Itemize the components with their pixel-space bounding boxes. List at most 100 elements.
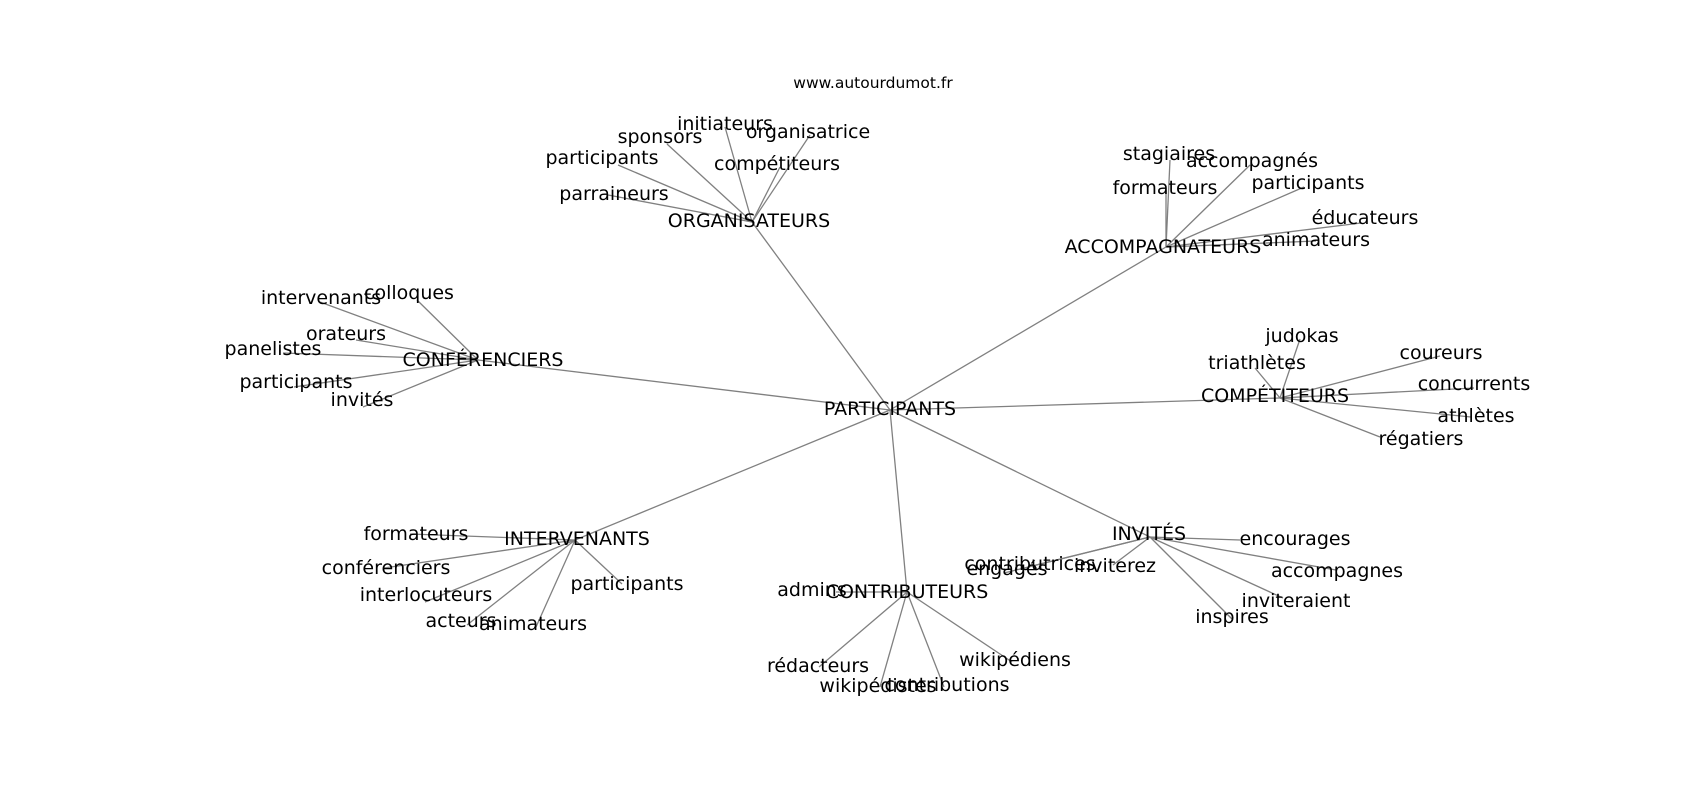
edge-center-to-hub	[889, 246, 1167, 411]
node-label-word: orateurs	[306, 323, 386, 345]
node-label-word: rédacteurs	[767, 655, 869, 677]
edge-hub-to-word	[879, 591, 908, 688]
node-label-word: participants	[570, 573, 683, 595]
node-label-word: judokas	[1264, 325, 1338, 347]
node-label-word: contributrices	[964, 553, 1095, 575]
node-label-word: acteurs	[426, 610, 497, 632]
edge-hub-to-word	[1165, 164, 1251, 248]
edge-hub-to-word	[466, 539, 576, 626]
edge-hub-to-word	[574, 539, 623, 585]
node-label-word: intervenants	[261, 287, 381, 309]
edge-hub-to-word	[751, 134, 811, 223]
edge-hub-to-word	[293, 359, 479, 388]
node-label-word: encourages	[1240, 528, 1351, 550]
node-label-word: panelistes	[225, 338, 322, 360]
edge-center-to-hub	[889, 409, 1151, 538]
node-label-hub: CONTRIBUTEURS	[826, 581, 989, 603]
edge-hub-to-word	[1165, 240, 1317, 248]
node-label-hub: CONFÉRENCIERS	[403, 348, 564, 371]
edge-hub-to-word	[1165, 186, 1305, 248]
node-label-word: athlètes	[1437, 405, 1514, 427]
node-label-word: coureurs	[1400, 342, 1483, 364]
labels-layer: www.autourdumot.fr PARTICIPANTS ORGANISAT…	[225, 74, 1531, 697]
node-label-word: initiateurs	[677, 113, 773, 135]
node-label-hub: INTERVENANTS	[504, 528, 650, 550]
edge-hub-to-word	[751, 166, 781, 223]
edge-hub-to-word	[1165, 222, 1362, 248]
edge-hub-to-word	[424, 539, 576, 603]
edge-hub-to-word	[666, 143, 753, 223]
edge-hub-to-word	[1279, 387, 1475, 399]
edge-hub-to-word	[416, 299, 479, 361]
node-label-word: colloques	[364, 282, 454, 304]
edge-center-to-hub	[574, 409, 891, 541]
node-label-word: admins	[777, 579, 846, 601]
node-label-word: concurrents	[1418, 373, 1531, 395]
edge-hub-to-word	[1003, 536, 1151, 574]
edge-hub-to-word	[355, 339, 479, 361]
node-label-word: participants	[1251, 172, 1364, 194]
node-label-hub: INVITÉS	[1112, 522, 1186, 545]
edge-hub-to-word	[1149, 536, 1284, 599]
edge-hub-to-word	[282, 352, 479, 361]
edge-hub-to-word	[383, 539, 576, 569]
edge-hub-to-word	[906, 591, 1013, 663]
edge-hub-to-word	[535, 539, 576, 628]
edge-hub-to-word	[1279, 397, 1472, 418]
edge-hub-to-word	[1149, 536, 1233, 620]
node-label-word: organisatrice	[746, 121, 870, 143]
edge-hub-to-word	[1254, 367, 1281, 399]
node-label-word: sponsors	[618, 126, 703, 148]
node-label-word: éducateurs	[1312, 207, 1419, 229]
node-label-word: compétiteurs	[714, 153, 840, 175]
node-label-word: régatiers	[1379, 428, 1464, 450]
edge-hub-to-word	[607, 194, 753, 223]
node-label-word: accompagnés	[1186, 150, 1318, 172]
node-label-center: PARTICIPANTS	[824, 398, 956, 420]
node-label-word: wikipédiens	[959, 649, 1071, 671]
node-label-word: participants	[239, 371, 352, 393]
node-label-hub: ORGANISATEURS	[668, 210, 830, 232]
node-label-word: engagés	[966, 558, 1047, 580]
node-label-word: formateurs	[1113, 177, 1218, 199]
node-label-word: inspires	[1195, 606, 1269, 628]
node-label-word: inviteraient	[1242, 590, 1351, 612]
edge-center-to-hub	[889, 397, 1281, 411]
node-label-word: stagiaires	[1123, 143, 1215, 165]
node-label-word: accompagnes	[1271, 560, 1403, 582]
edge-hub-to-word	[1165, 159, 1171, 248]
edge-hub-to-word	[1279, 338, 1301, 399]
edge-hub-to-word	[617, 164, 753, 223]
node-label-word: animateurs	[479, 613, 587, 635]
edge-hub-to-word	[409, 533, 576, 541]
edge-center-to-hub	[751, 221, 891, 411]
edges-layer	[282, 126, 1475, 688]
edge-hub-to-word	[906, 591, 945, 688]
edge-hub-to-word	[1149, 536, 1241, 541]
edge-center-to-hub	[889, 409, 908, 593]
node-label-word: animateurs	[1262, 229, 1370, 251]
edge-hub-to-word	[1279, 397, 1381, 438]
edge-hub-to-word	[362, 359, 479, 408]
node-label-word: interlocuteurs	[360, 584, 493, 606]
source-label: www.autourdumot.fr	[793, 74, 953, 92]
edge-hub-to-word	[1112, 536, 1151, 566]
node-label-word: wikipédistes	[819, 675, 936, 697]
edge-hub-to-word	[818, 591, 908, 668]
node-label-hub: COMPÉTITEURS	[1201, 384, 1349, 407]
edge-hub-to-word	[1149, 536, 1337, 571]
edge-hub-to-word	[319, 301, 479, 361]
node-label-word: invités	[331, 389, 394, 411]
edge-center-to-hub	[477, 359, 891, 411]
node-label-hub: ACCOMPAGNATEURS	[1065, 236, 1262, 258]
node-label-word: contributions	[884, 674, 1009, 696]
node-label-word: inviterez	[1074, 555, 1156, 577]
edge-hub-to-word	[1279, 355, 1441, 399]
edge-hub-to-word	[724, 126, 753, 223]
node-label-word: parraineurs	[559, 183, 668, 205]
node-label-word: conférenciers	[322, 557, 451, 579]
node-label-word: triathlètes	[1208, 352, 1306, 374]
node-label-word: formateurs	[364, 523, 469, 545]
node-label-word: participants	[545, 147, 658, 169]
